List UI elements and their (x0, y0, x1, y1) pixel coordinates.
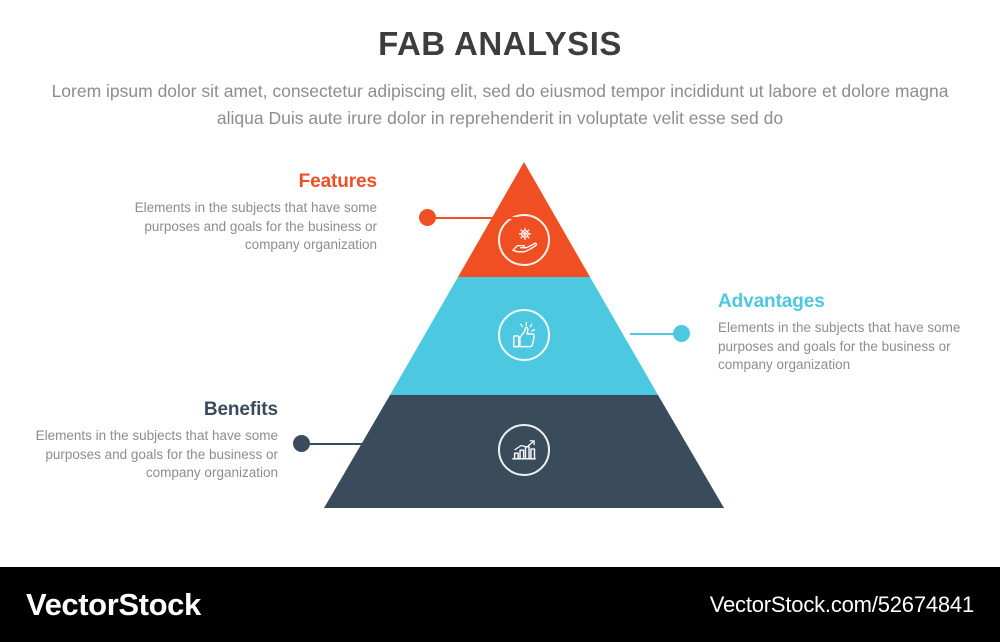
benefits-connector-dot[interactable] (293, 435, 310, 452)
advantages-connector-dot[interactable] (673, 325, 690, 342)
benefits-description: Elements in the subjects that have some … (35, 428, 278, 480)
vectorstock-url: VectorStock.com/52674841 (709, 591, 974, 617)
watermark-footer-bar: VectorStock VectorStock.com/52674841 (0, 567, 1000, 642)
advantages-connector-line (630, 333, 685, 335)
page-subtitle: Lorem ipsum dolor sit amet, consectetur … (51, 81, 949, 128)
features-icon-badge (498, 214, 550, 266)
benefits-title: Benefits (203, 399, 278, 420)
header: FAB ANALYSIS Lorem ipsum dolor sit amet,… (0, 22, 1000, 132)
advantages-text-block: Advantages Elements in the subjects that… (718, 290, 978, 375)
page-title: FAB ANALYSIS (378, 25, 622, 62)
thumbs-up-icon (512, 321, 536, 348)
features-title: Features (298, 171, 378, 192)
vectorstock-brand-logo: VectorStock (26, 586, 201, 622)
advantages-title: Advantages (718, 291, 825, 312)
features-connector-dot[interactable] (419, 209, 436, 226)
benefits-icon-badge (498, 424, 550, 476)
benefits-text-block: Benefits Elements in the subjects that h… (18, 398, 278, 483)
advantages-description: Elements in the subjects that have some … (718, 320, 961, 372)
hand-holding-gear-icon (512, 227, 538, 253)
features-description: Elements in the subjects that have some … (134, 200, 377, 252)
advantages-icon-badge (498, 309, 550, 361)
features-connector-line (433, 217, 523, 219)
benefits-connector-line (307, 443, 397, 445)
growth-bar-chart-icon (512, 440, 536, 460)
features-text-block: Features Elements in the subjects that h… (117, 170, 377, 255)
